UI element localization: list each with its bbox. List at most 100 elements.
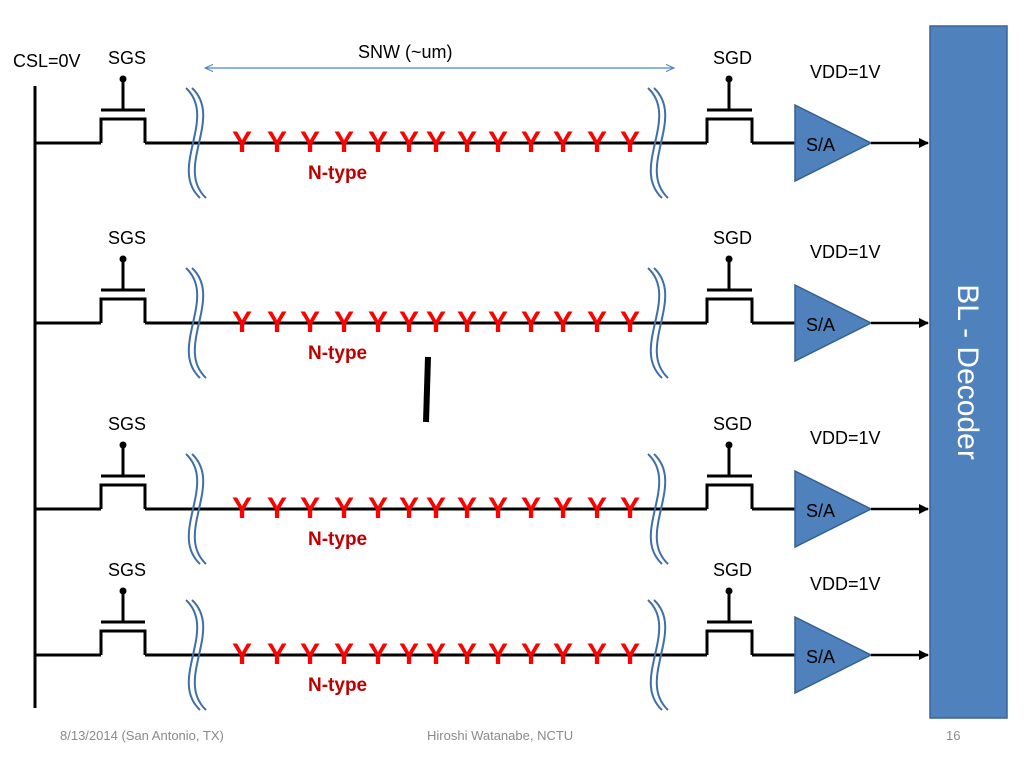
bl-decoder-label: BL - Decoder [951, 284, 984, 460]
sgs-label: SGS [108, 560, 146, 580]
memory-cell: Y [457, 306, 477, 339]
sgs-transistor [99, 117, 147, 143]
ntype-label: N-type [308, 163, 367, 184]
sense-amp-label: S/A [806, 501, 835, 521]
sgd-transistor [705, 117, 754, 143]
memory-cell: Y [426, 306, 446, 339]
memory-cell: Y [300, 492, 320, 525]
break-symbol [653, 599, 669, 711]
memory-cell: Y [587, 126, 607, 159]
memory-cell: Y [368, 638, 388, 671]
memory-cell: Y [521, 492, 541, 525]
break-symbol [191, 453, 207, 565]
vdd-label: VDD=1V [810, 574, 881, 594]
snw-label: SNW (~um) [358, 42, 453, 62]
sgs-transistor [99, 297, 147, 323]
memory-cell: Y [232, 492, 252, 525]
break-symbol [647, 267, 663, 379]
sense-amp-label: S/A [806, 315, 835, 335]
break-symbol [647, 599, 663, 711]
memory-cell: Y [488, 126, 508, 159]
footer-date-location: 8/13/2014 (San Antonio, TX) [60, 728, 224, 743]
break-symbol [647, 87, 663, 199]
csl-label: CSL=0V [13, 51, 81, 71]
memory-cell: Y [334, 492, 354, 525]
memory-cell: Y [232, 126, 252, 159]
break-symbol [191, 267, 207, 379]
sgd-terminal [725, 255, 733, 263]
break-symbol [653, 267, 669, 379]
break-symbol [185, 87, 201, 199]
memory-cell: Y [553, 638, 573, 671]
break-symbol [647, 453, 663, 565]
sgs-label: SGS [108, 48, 146, 68]
break-symbol [191, 599, 207, 711]
memory-cell: Y [521, 306, 541, 339]
sgd-label: SGD [713, 560, 752, 580]
memory-cell: Y [300, 306, 320, 339]
memory-cell: Y [587, 306, 607, 339]
memory-cell: Y [267, 306, 287, 339]
memory-cell: Y [368, 126, 388, 159]
break-symbol [653, 87, 669, 199]
break-symbol [185, 267, 201, 379]
vdd-label: VDD=1V [810, 428, 881, 448]
sgd-transistor [705, 483, 754, 509]
memory-cell: Y [620, 306, 640, 339]
memory-cell: Y [620, 492, 640, 525]
sgd-terminal [725, 441, 733, 449]
memory-cell: Y [521, 638, 541, 671]
sgd-label: SGD [713, 48, 752, 68]
sgd-transistor [705, 629, 754, 655]
memory-cell: Y [426, 492, 446, 525]
memory-cell: Y [368, 492, 388, 525]
memory-cell: Y [587, 492, 607, 525]
sense-amplifier [794, 283, 873, 363]
memory-cell: Y [232, 638, 252, 671]
ntype-label: N-type [308, 529, 367, 550]
sgd-terminal [725, 75, 733, 83]
sgd-terminal [725, 587, 733, 595]
sgd-label: SGD [713, 228, 752, 248]
sgs-transistor [99, 483, 147, 509]
sgs-label: SGS [108, 414, 146, 434]
memory-cell: Y [399, 306, 419, 339]
vdd-label: VDD=1V [810, 62, 881, 82]
sgs-label: SGS [108, 228, 146, 248]
memory-cell: Y [553, 492, 573, 525]
sense-amp-label: S/A [806, 135, 835, 155]
sgs-terminal [119, 75, 127, 83]
memory-cell: Y [488, 492, 508, 525]
vdd-label: VDD=1V [810, 242, 881, 262]
break-symbol [185, 599, 201, 711]
sgs-transistor [99, 629, 147, 655]
memory-cell: Y [620, 126, 640, 159]
memory-cell: Y [457, 638, 477, 671]
memory-cell: Y [457, 492, 477, 525]
memory-cell: Y [587, 638, 607, 671]
memory-cell: Y [267, 638, 287, 671]
sense-amplifier [794, 615, 873, 695]
break-symbol [191, 87, 207, 199]
memory-cell: Y [620, 638, 640, 671]
break-symbol [185, 453, 201, 565]
sgd-label: SGD [713, 414, 752, 434]
memory-cell: Y [553, 306, 573, 339]
footer-page-number: 16 [946, 728, 960, 743]
memory-cell: Y [334, 638, 354, 671]
memory-cell: Y [426, 126, 446, 159]
sense-amp-label: S/A [806, 647, 835, 667]
memory-cell: Y [399, 492, 419, 525]
sgd-transistor [705, 297, 754, 323]
footer-author: Hiroshi Watanabe, NCTU [427, 728, 573, 743]
break-symbol [653, 453, 669, 565]
memory-cell: Y [426, 638, 446, 671]
ntype-label: N-type [308, 343, 367, 364]
continuation-bar [423, 356, 431, 423]
sense-amplifier [794, 103, 873, 183]
memory-cell: Y [267, 492, 287, 525]
